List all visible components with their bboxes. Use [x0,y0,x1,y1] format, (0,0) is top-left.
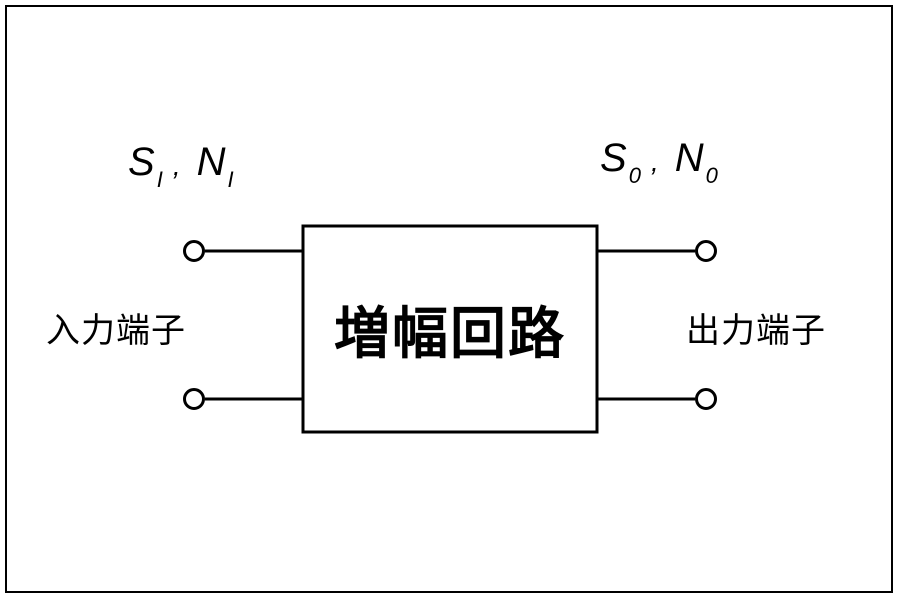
output-port-label: 出力端子 [686,311,826,351]
input-terminal-bottom [183,388,205,410]
output-signal-label: S0,N0 [600,136,718,188]
input-separator: , [172,150,181,181]
output-terminal-top [695,240,717,262]
output-n-symbol: N [674,136,704,180]
output-n-subscript: 0 [705,163,718,188]
input-s-subscript: I [156,167,163,192]
input-n-subscript: I [227,167,234,192]
input-signal-label: SI,NI [128,140,234,192]
input-n-symbol: N [196,140,226,184]
diagram-frame [5,5,893,593]
input-terminal-top [183,240,205,262]
output-terminal-bottom [695,388,717,410]
output-s-subscript: 0 [628,163,641,188]
output-s-symbol: S [600,136,627,180]
input-s-symbol: S [128,140,155,184]
amplifier-block-label: 増幅回路 [334,301,566,367]
amplifier-block [301,224,599,434]
output-separator: , [650,146,659,177]
input-port-label: 入力端子 [46,311,186,351]
